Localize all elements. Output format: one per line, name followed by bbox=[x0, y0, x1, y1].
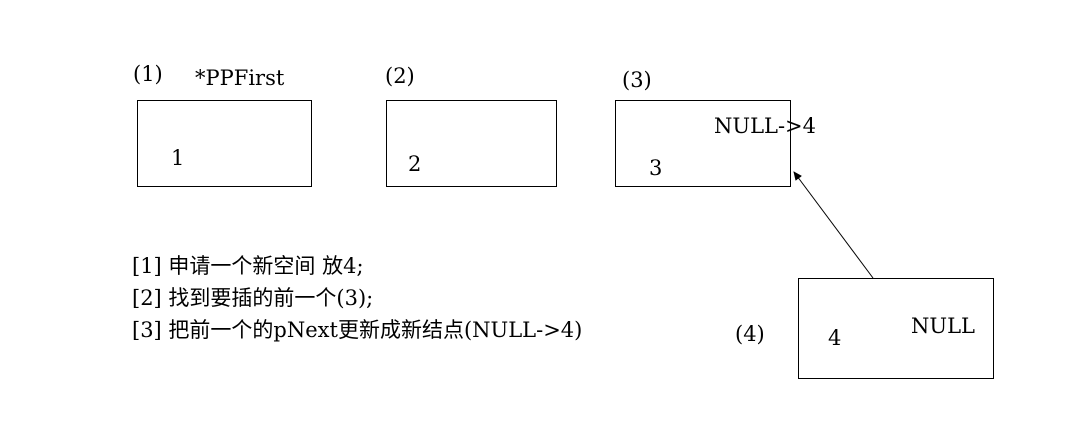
node-2-box: 2 bbox=[386, 100, 557, 187]
node-1-box: 1 bbox=[137, 100, 312, 187]
pointer-label: *PPFirst bbox=[195, 66, 285, 90]
node-2-value: 2 bbox=[408, 152, 422, 176]
step-2-text: [2] 找到要插的前一个(3); bbox=[132, 286, 374, 310]
node-3-value: 3 bbox=[649, 156, 663, 180]
step-1-text: [1] 申请一个新空间 放4; bbox=[132, 254, 364, 278]
node-4-next: NULL bbox=[911, 314, 975, 338]
arrow-line bbox=[793, 171, 874, 279]
node-4-box: NULL 4 bbox=[798, 278, 994, 379]
node-3-next: NULL->4 bbox=[714, 114, 817, 138]
node-3-box: NULL->4 3 bbox=[615, 100, 816, 187]
node-3-label: (3) bbox=[622, 68, 652, 92]
node-1-label: (1) bbox=[133, 62, 163, 86]
node-1-value: 1 bbox=[171, 146, 185, 170]
node-4-label: (4) bbox=[735, 322, 765, 346]
node-2-label: (2) bbox=[385, 64, 415, 88]
node-4-value: 4 bbox=[828, 326, 842, 350]
step-3-text: [3] 把前一个的pNext更新成新结点(NULL->4) bbox=[132, 318, 583, 342]
